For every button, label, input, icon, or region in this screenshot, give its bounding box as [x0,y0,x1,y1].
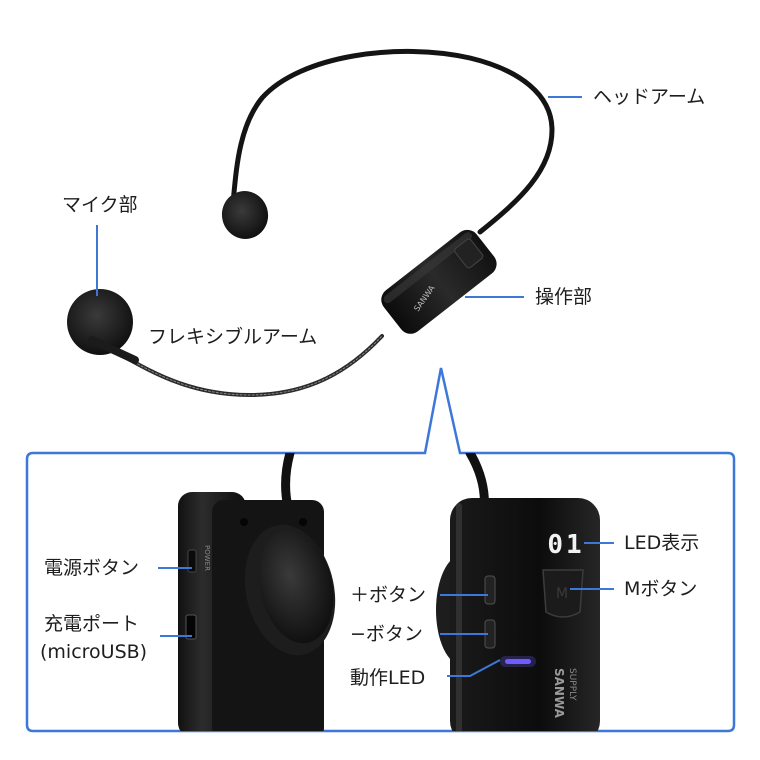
detail-photos: POWER M 01 SANWA SUPPLY [178,453,600,731]
label-led-display: LED表示 [624,532,700,554]
label-minus-button: −ボタン [350,623,423,645]
m-key-icon: M [556,586,568,602]
label-power-button: 電源ボタン [44,557,140,579]
label-plus-button: ＋ボタン [350,584,427,606]
led-digits: 01 [547,530,584,560]
headset-image: SANWA [67,48,555,398]
top-leader-lines [96,96,582,298]
label-control-unit: 操作部 [535,286,593,308]
label-flexible-arm: フレキシブルアーム [148,326,318,348]
front-brand-line2: SUPPLY [567,668,577,701]
label-status-led: 動作LED [350,667,426,689]
label-m-button: Mボタン [624,578,698,600]
svg-text:POWER: POWER [203,545,211,571]
front-brand-line1: SANWA [552,668,566,719]
front-view-image: M 01 SANWA SUPPLY [436,453,600,731]
detail-leader-lines [158,542,614,677]
label-charge-port: 充電ポート [44,613,140,635]
label-head-arm: ヘッドアーム [593,86,706,108]
label-charge-port-type: (microUSB) [40,641,148,663]
side-view-image: POWER [178,453,336,731]
label-mic: マイク部 [62,194,138,216]
